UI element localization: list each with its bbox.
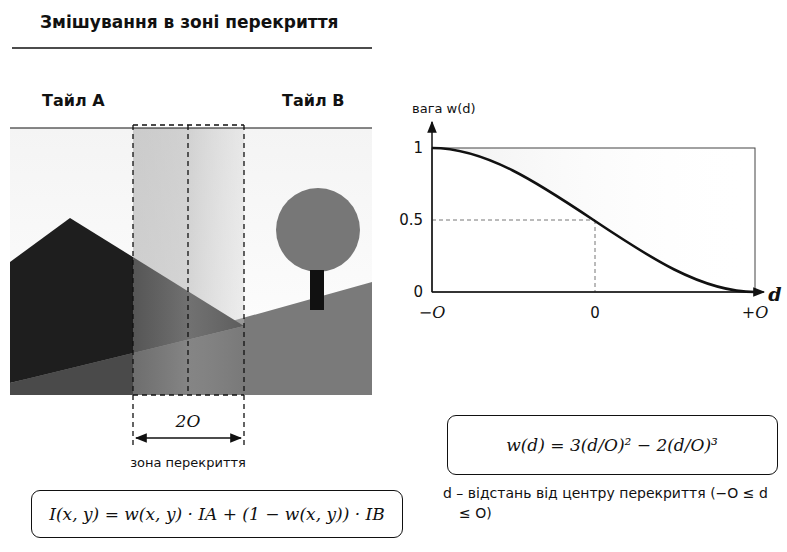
tick-label: −O xyxy=(419,303,446,322)
tree-trunk xyxy=(310,270,324,310)
x-axis xyxy=(432,291,764,293)
tick-label: +O xyxy=(742,303,769,322)
tree-crown xyxy=(276,188,360,272)
tile-image xyxy=(10,128,372,395)
title-rule xyxy=(12,47,372,48)
dimension-label: 2O xyxy=(176,411,201,431)
axis-name: d xyxy=(768,283,781,306)
width-arrow xyxy=(136,437,241,439)
formula-box: I(x, y) = w(x, y) · IA + (1 − w(x, y)) ·… xyxy=(31,490,403,538)
center-guide xyxy=(595,220,596,292)
curve-shade xyxy=(432,148,755,292)
weight-curve xyxy=(432,148,755,292)
tick-label: 1 xyxy=(413,139,423,157)
overlap-right xyxy=(243,125,244,448)
half-guide xyxy=(432,220,595,221)
axis-title: вага w(d) xyxy=(412,101,476,117)
tick-label: 0 xyxy=(413,283,423,301)
tile-label: Тайл A xyxy=(42,91,105,110)
overlap-left xyxy=(132,125,133,448)
overlap-bottom xyxy=(133,394,244,395)
note: d – відстань від центру перекриття (−O ≤… xyxy=(443,483,773,524)
tick-label: 0.5 xyxy=(399,211,423,229)
formula-text: w(d) = 3(d/O)² − 2(d/O)³ xyxy=(506,435,718,455)
zone-caption: зона перекриття xyxy=(130,455,246,471)
formula-text: I(x, y) = w(x, y) · IA + (1 − w(x, y)) ·… xyxy=(49,504,384,524)
plot-frame xyxy=(432,148,755,292)
tick-label: 0 xyxy=(590,304,600,322)
formula-box: w(d) = 3(d/O)² − 2(d/O)³ xyxy=(447,415,778,475)
title: Змішування в зоні перекриття xyxy=(40,12,338,32)
overlap-center xyxy=(187,125,188,395)
tile-label: Тайл B xyxy=(282,91,344,110)
image-edge xyxy=(10,127,372,128)
